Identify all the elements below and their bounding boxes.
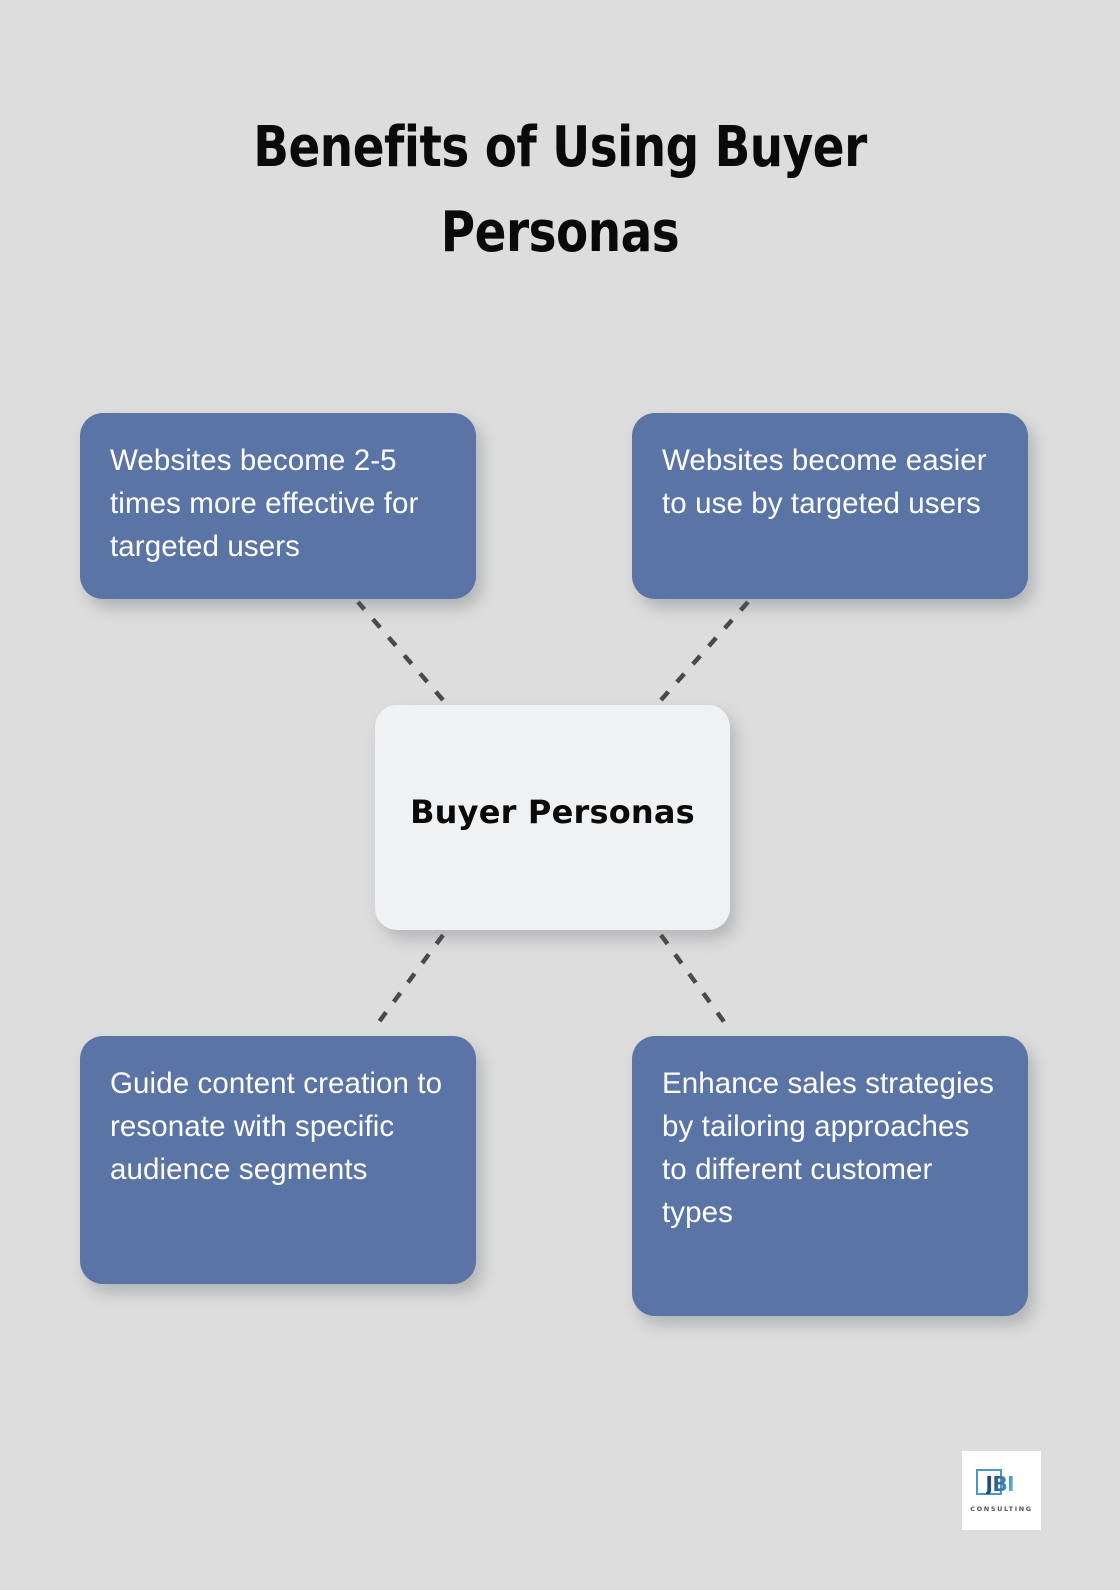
benefit-node-bottom-left-label: Guide content creation to resonate with … xyxy=(110,1067,443,1187)
brand-logo: JBI CONSULTING xyxy=(962,1451,1041,1530)
connector-center-to-top-right xyxy=(659,600,750,702)
benefit-node-bottom-right[interactable]: Enhance sales strategies by tailoring ap… xyxy=(632,1036,1028,1316)
benefit-node-top-left[interactable]: Websites become 2-5 times more effective… xyxy=(80,413,476,599)
benefit-node-top-right[interactable]: Websites become easier to use by targete… xyxy=(632,413,1028,599)
benefit-node-bottom-right-label: Enhance sales strategies by tailoring ap… xyxy=(662,1067,995,1230)
jbi-logo-icon: JBI xyxy=(974,1468,1030,1503)
benefit-node-top-right-label: Websites become easier to use by targete… xyxy=(662,444,987,521)
center-node-label: Buyer Personas xyxy=(410,792,695,831)
benefit-node-top-left-label: Websites become 2-5 times more effective… xyxy=(110,444,419,564)
connector-center-to-bottom-right xyxy=(659,933,732,1032)
connector-center-to-bottom-left xyxy=(371,933,445,1032)
logo-subtitle: CONSULTING xyxy=(970,1504,1033,1513)
center-node[interactable]: Buyer Personas xyxy=(375,705,730,930)
benefit-node-bottom-left[interactable]: Guide content creation to resonate with … xyxy=(80,1036,476,1284)
logo-square-frame-icon xyxy=(975,1468,1002,1495)
connector-center-to-top-left xyxy=(356,600,445,702)
page-title: Benefits of Using Buyer Personas xyxy=(253,115,867,266)
logo-letters: JBI xyxy=(985,1471,1015,1496)
